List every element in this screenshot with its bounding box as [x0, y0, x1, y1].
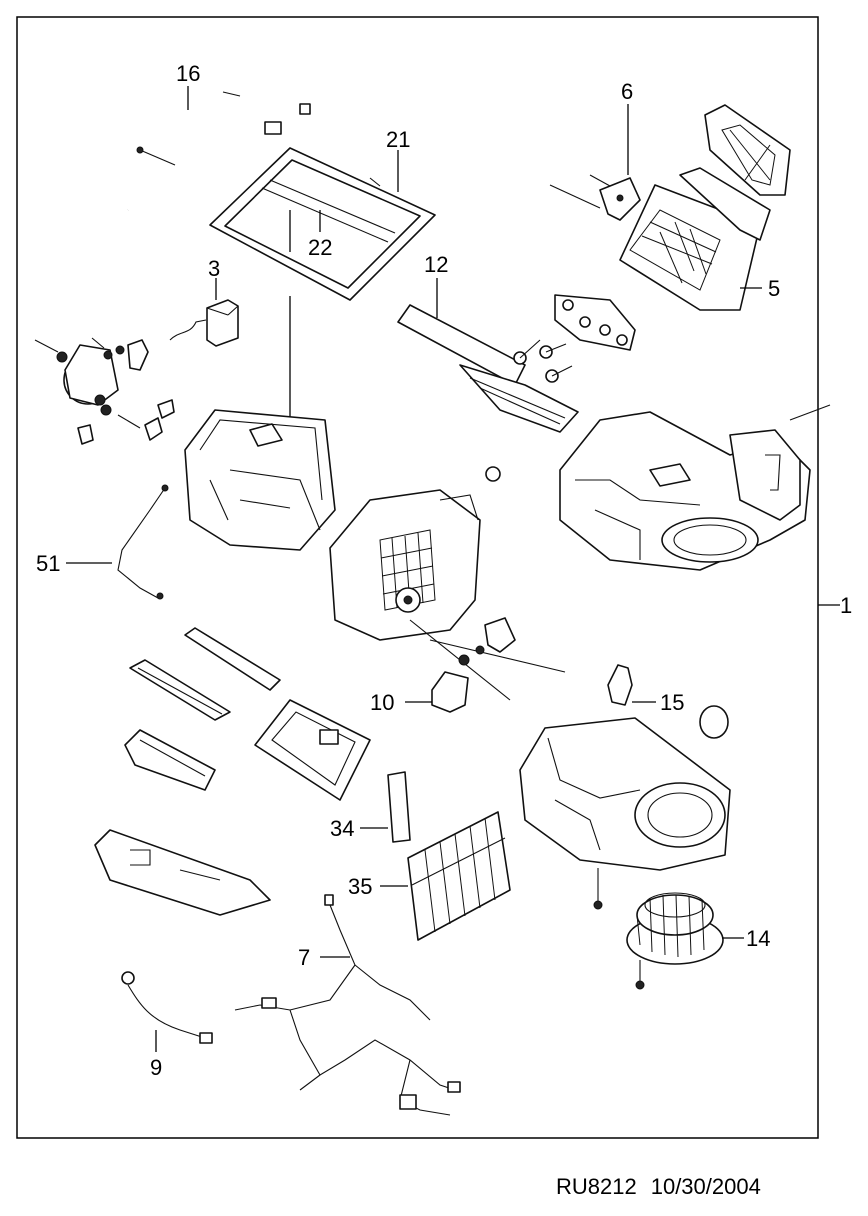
- part-5-evaporator-case: [619, 167, 771, 311]
- callout-21: 21: [386, 127, 410, 152]
- part-21-frame: [209, 147, 436, 301]
- callout-1: 1: [840, 593, 852, 618]
- actuator-cluster-left: [34, 337, 175, 445]
- callout-34: 34: [330, 816, 354, 841]
- diagram-code: RU8212: [556, 1174, 637, 1199]
- hvac-housing-center: [329, 466, 566, 701]
- door-panels: [94, 627, 371, 916]
- hvac-housing-left: [184, 409, 336, 551]
- washer-right: [699, 705, 729, 739]
- callout-6: 6: [621, 79, 633, 104]
- part-51-cable: [117, 484, 169, 600]
- part-35-filter: [407, 811, 511, 941]
- part-14-blower-motor: [626, 892, 724, 990]
- diagram-footer: RU8212 10/30/2004: [556, 1174, 775, 1200]
- hvac-housing-right: [559, 404, 831, 571]
- diagram-date: 10/30/2004: [650, 1174, 761, 1199]
- callout-16: 16: [176, 61, 200, 86]
- callout-3: 3: [208, 256, 220, 281]
- gasket-plate: [554, 294, 636, 351]
- part-7-wire-harness: [234, 894, 461, 1116]
- callout-5: 5: [768, 276, 780, 301]
- callout-7: 7: [298, 945, 310, 970]
- blower-housing: [519, 717, 731, 910]
- callout-35: 35: [348, 874, 372, 899]
- callout-15: 15: [660, 690, 684, 715]
- part-6-bracket: [549, 104, 791, 221]
- callout-14: 14: [746, 926, 770, 951]
- callout-51: 51: [36, 551, 60, 576]
- callout-12: 12: [424, 252, 448, 277]
- part-16-hose: [125, 89, 311, 213]
- callout-10: 10: [370, 690, 394, 715]
- part-9-sensor: [121, 971, 213, 1044]
- part-15-clip: [607, 664, 633, 706]
- diagram-frame: [16, 16, 819, 1139]
- part-12-heater-core: [397, 304, 579, 433]
- callout-9: 9: [150, 1055, 162, 1080]
- part-34-seal: [387, 771, 411, 843]
- part-3-module: [169, 299, 239, 347]
- part-10-actuator: [431, 645, 485, 713]
- callout-22: 22: [308, 235, 332, 260]
